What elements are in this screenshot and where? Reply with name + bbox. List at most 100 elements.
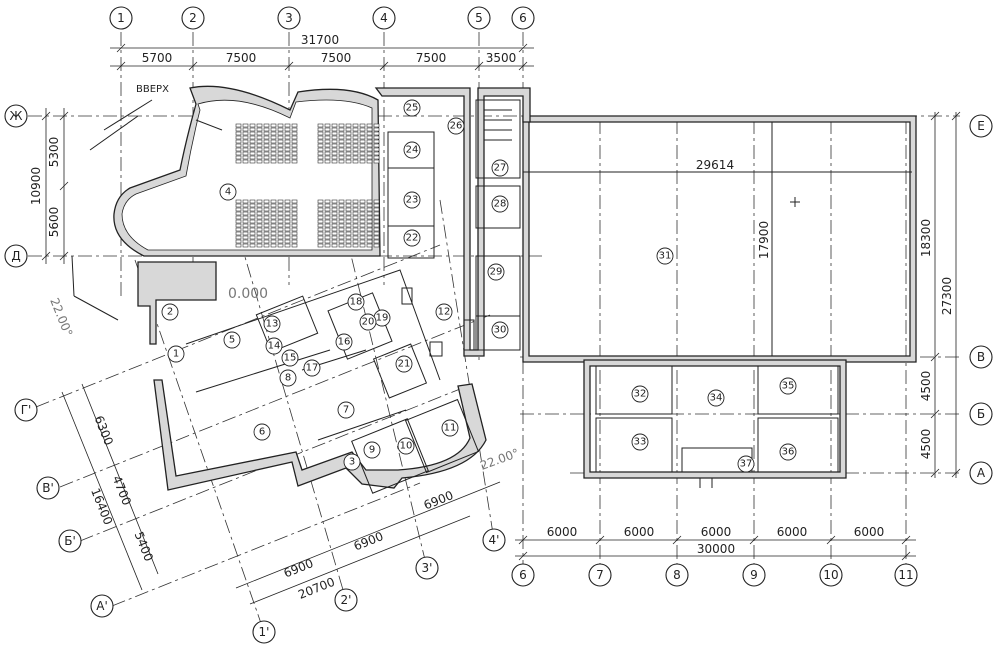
seat (338, 139, 345, 144)
seat (317, 155, 324, 160)
room-number-marker: 34 (707, 389, 725, 407)
axis-bubble-bottom: 11 (894, 563, 918, 587)
seat (359, 135, 366, 140)
seat (331, 219, 338, 224)
seat (263, 223, 270, 228)
seat (270, 211, 277, 216)
axis-bubble-top: 1 (109, 6, 133, 30)
seat (317, 151, 324, 156)
svg-text:В': В' (42, 481, 54, 495)
dim-bottom-total: 30000 (697, 542, 735, 556)
svg-text:27: 27 (494, 163, 507, 174)
seat (256, 203, 263, 208)
seat (324, 151, 331, 156)
seat (324, 231, 331, 236)
seat (366, 227, 373, 232)
seat (291, 151, 298, 156)
seat (331, 127, 338, 132)
seat (284, 203, 291, 208)
seat (277, 147, 284, 152)
seat (366, 203, 373, 208)
seat (256, 147, 263, 152)
svg-text:8: 8 (285, 373, 291, 384)
seat (317, 227, 324, 232)
seat (352, 207, 359, 212)
svg-text:15: 15 (284, 353, 297, 364)
seat (263, 135, 270, 140)
svg-text:Г': Г' (21, 403, 32, 417)
seat (331, 159, 338, 164)
seat (235, 123, 242, 128)
dim-right-span: 4500 (919, 371, 933, 402)
seat (359, 219, 366, 224)
seat (263, 147, 270, 152)
seat (352, 211, 359, 216)
seat (338, 147, 345, 152)
seat (242, 239, 249, 244)
axis-bubble-rotated-bottom: 4' (482, 528, 506, 552)
room-number-marker: 7 (337, 401, 355, 419)
seat (338, 223, 345, 228)
level-mark: 0.000 (228, 286, 268, 302)
seat (235, 243, 242, 248)
seat (373, 159, 380, 164)
seat (263, 151, 270, 156)
svg-text:20: 20 (362, 317, 375, 328)
seat (331, 139, 338, 144)
dim-bottom-span: 6000 (701, 525, 732, 539)
seat (331, 223, 338, 228)
seat (324, 135, 331, 140)
svg-text:А: А (977, 466, 986, 480)
right-dimension-chain: 18300 27300 4500 4500 (919, 111, 961, 478)
seat (352, 239, 359, 244)
stair-up-label: ВВЕРХ (136, 84, 169, 95)
room-number-marker: 27 (491, 159, 509, 177)
seat (331, 231, 338, 236)
svg-text:10: 10 (400, 441, 413, 452)
dim-bottom-span: 6000 (854, 525, 885, 539)
room-number-marker: 9 (363, 441, 381, 459)
dim-left-span: 5300 (47, 137, 61, 168)
room-number-marker: 11 (441, 419, 459, 437)
room-number-marker: 25 (403, 99, 421, 117)
seat (352, 235, 359, 240)
seat (249, 123, 256, 128)
seat (317, 211, 324, 216)
seat (331, 203, 338, 208)
svg-text:6: 6 (259, 427, 265, 438)
room-number-marker: 2 (161, 303, 179, 321)
room-number-marker: 16 (335, 333, 353, 351)
svg-text:1: 1 (117, 11, 125, 25)
seat (317, 219, 324, 224)
seat (277, 135, 284, 140)
seat (256, 123, 263, 128)
axis-bubble-rotated-left: Б' (58, 529, 82, 553)
room-number-marker: 12 (435, 303, 453, 321)
dim-rot-bottom-span: 6900 (422, 488, 456, 512)
seat (359, 215, 366, 220)
seat (373, 215, 380, 220)
svg-text:4': 4' (489, 533, 500, 547)
seat (277, 155, 284, 160)
seat (277, 215, 284, 220)
seat (256, 239, 263, 244)
room-number-marker: 30 (491, 321, 509, 339)
auditorium (89, 85, 381, 257)
seat (270, 159, 277, 164)
svg-text:6: 6 (519, 568, 527, 582)
svg-text:22: 22 (406, 233, 419, 244)
seat (366, 243, 373, 248)
svg-text:Ж: Ж (10, 109, 23, 123)
seat (352, 219, 359, 224)
seat (352, 135, 359, 140)
seat (263, 123, 270, 128)
room-number-marker: 37 (737, 455, 755, 473)
seat (291, 147, 298, 152)
seat (270, 127, 277, 132)
svg-text:9: 9 (369, 445, 375, 456)
svg-text:6: 6 (519, 11, 527, 25)
seat (352, 155, 359, 160)
seat (277, 159, 284, 164)
left-dimension-chain: 10900 5300 5600 (29, 108, 69, 264)
